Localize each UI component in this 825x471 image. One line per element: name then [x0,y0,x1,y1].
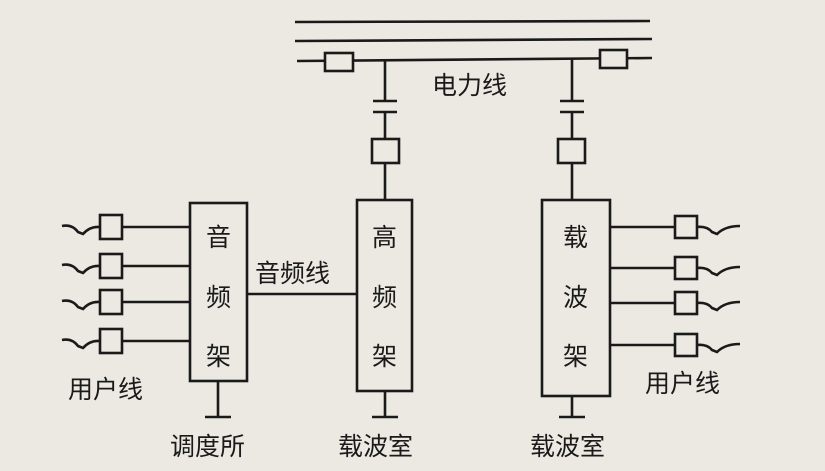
user-line-left-label: 用户线 [68,375,143,404]
coupling-branch-left [370,61,401,200]
hf-frame-char-3: 架 [372,342,397,371]
audio-frame-box [188,201,249,383]
user-lines-right [610,214,741,358]
coupling-branch-right [556,59,587,200]
audio-frame-char-3: 架 [206,342,231,371]
audio-frame-char-1: 音 [206,223,231,252]
hf-frame-char-2: 频 [372,283,397,312]
carrier-frame-char-3: 架 [563,342,588,371]
coupling-filter-right [556,137,587,165]
dispatch-station-label: 调度所 [170,432,245,461]
carrier-frame-box [540,198,612,398]
carrier-room-label-1: 载波室 [338,432,413,461]
line-trap-right [598,48,629,70]
power-line-conductors [294,19,653,73]
line-trap-left [323,51,355,73]
hf-frame-char-1: 高 [372,223,397,252]
carrier-room-label-2: 载波室 [530,432,605,461]
user-line-right-label: 用户线 [645,369,720,398]
coupling-filter-left [370,137,401,165]
carrier-frame-char-1: 载 [563,223,588,252]
audio-frame-char-2: 频 [206,283,231,312]
user-lines-left [61,213,190,355]
audio-line-label: 音频线 [255,259,330,288]
power-line-label: 电力线 [432,71,507,100]
carrier-frame-char-2: 波 [563,283,588,312]
